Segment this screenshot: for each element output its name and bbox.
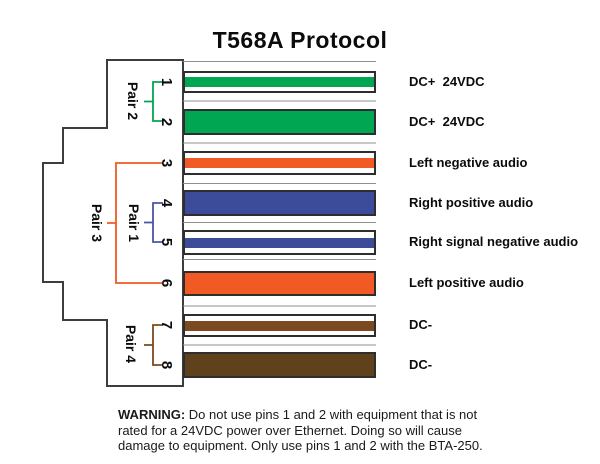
warning-body: Do not use pins 1 and 2 with equipment t… [118,407,483,453]
wire-pin1 [183,71,376,93]
wire-pin5-stripe [185,237,374,248]
wire-pin8 [183,352,376,378]
wire-pin6 [183,271,376,296]
pin-number-4: 4 [158,198,176,208]
wire-function-label-4: Right positive audio [409,195,534,210]
wire-function-label-7: DC- [409,317,433,332]
wire-function-label-6: Left positive audio [409,275,524,290]
diagram-title: T568A Protocol [212,27,388,53]
pair-2-label: Pair 2 [125,81,141,121]
wire-function-label-8: DC- [409,357,433,372]
wire-pin5 [183,230,376,255]
wire-pin4-fill [185,192,374,214]
pin-number-2: 2 [158,117,176,127]
pair-1-bracket [144,202,163,243]
pin-number-3: 3 [158,158,176,168]
wire-pin7 [183,314,376,337]
wire-pin6-fill [185,273,374,294]
pair-4-label: Pair 4 [123,324,139,364]
warning-bold-prefix: WARNING: [118,407,186,422]
pair-4-bracket [144,324,163,366]
wire-pin2 [183,109,376,135]
warning-text: WARNING: Do not use pins 1 and 2 with eq… [118,407,490,454]
pin-number-1: 1 [158,77,176,87]
pair-3-bracket [107,162,162,284]
pin-number-6: 6 [158,278,176,288]
pin-number-8: 8 [158,360,176,370]
pair-2-bracket [144,81,163,122]
wire-separator-lines [183,61,376,346]
wire-function-label-1: DC+ 24VDC [409,74,485,89]
wire-function-label-2: DC+ 24VDC [409,114,485,129]
wire-function-label-3: Left negative audio [409,155,528,170]
wire-pin8-fill [185,354,374,376]
wire-function-label-5: Right signal negative audio [409,234,579,249]
pair-1-label: Pair 1 [126,203,142,243]
wire-pin4 [183,190,376,216]
wire-pin2-fill [185,111,374,133]
wire-pin3 [183,151,376,175]
wire-pin3-stripe [185,158,374,168]
wire-pin7-stripe [185,320,374,331]
wire-pin1-stripe [185,77,374,87]
pin-number-7: 7 [158,320,176,330]
pair-3-label: Pair 3 [89,203,105,243]
pin-number-5: 5 [158,237,176,247]
